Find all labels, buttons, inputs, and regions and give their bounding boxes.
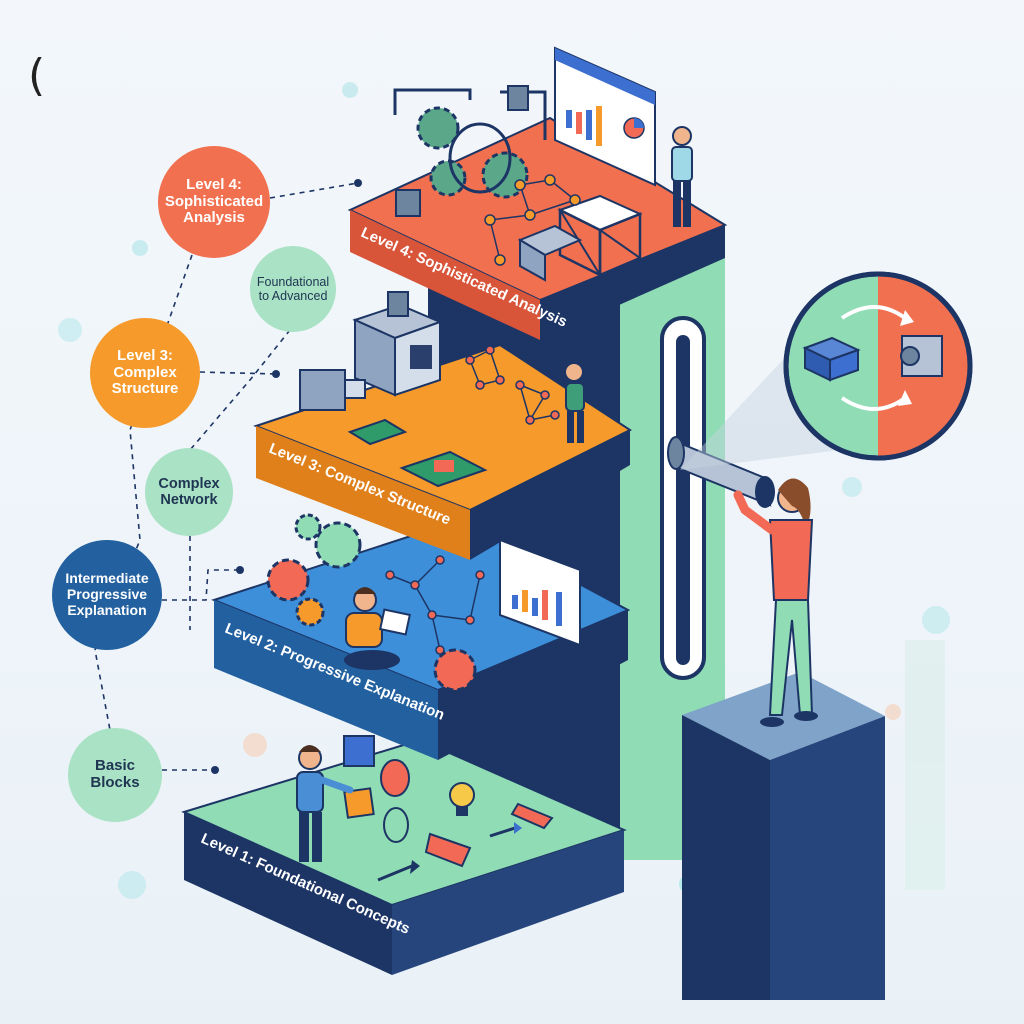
zoom-lens xyxy=(680,271,973,470)
level-2-contents xyxy=(266,513,581,692)
bubble-foundational-to-advanced-label: Foundational to Advanced xyxy=(256,275,330,303)
bubble-complex-network: Complex Network xyxy=(145,448,233,536)
pedestal xyxy=(682,672,885,1000)
level-3-contents xyxy=(299,291,560,488)
bubble-level-4-label: Level 4: Sophisticated Analysis xyxy=(164,175,264,227)
bubble-level-3: Level 3: Complex Structure xyxy=(90,318,200,428)
bubble-complex-network-label: Complex Network xyxy=(158,475,220,508)
connector-dots xyxy=(211,179,362,774)
person-level-4 xyxy=(671,126,693,227)
platform-level-3: Level 3: Complex Structure xyxy=(253,343,633,560)
bubble-intermediate-label: Intermediate Progressive Explanation xyxy=(65,570,149,618)
bubble-level-3-label: Level 3: Complex Structure xyxy=(111,346,179,398)
bubble-foundational-to-advanced: Foundational to Advanced xyxy=(250,246,336,332)
bubble-basic-blocks: Basic Blocks xyxy=(68,728,162,822)
level-4-contents xyxy=(393,46,656,282)
telescope xyxy=(667,436,775,508)
bubble-basic-blocks-label: Basic Blocks xyxy=(90,757,140,791)
bubble-intermediate: Intermediate Progressive Explanation xyxy=(52,540,162,650)
corner-bracket: ( xyxy=(28,50,46,101)
bubble-level-4: Level 4: Sophisticated Analysis xyxy=(158,146,270,258)
woman-observer xyxy=(733,478,818,727)
person-level-2 xyxy=(344,587,411,670)
background-decor xyxy=(58,82,950,899)
person-level-3 xyxy=(564,362,585,443)
level-1-shapes xyxy=(343,735,554,882)
person-level-1 xyxy=(296,745,354,862)
